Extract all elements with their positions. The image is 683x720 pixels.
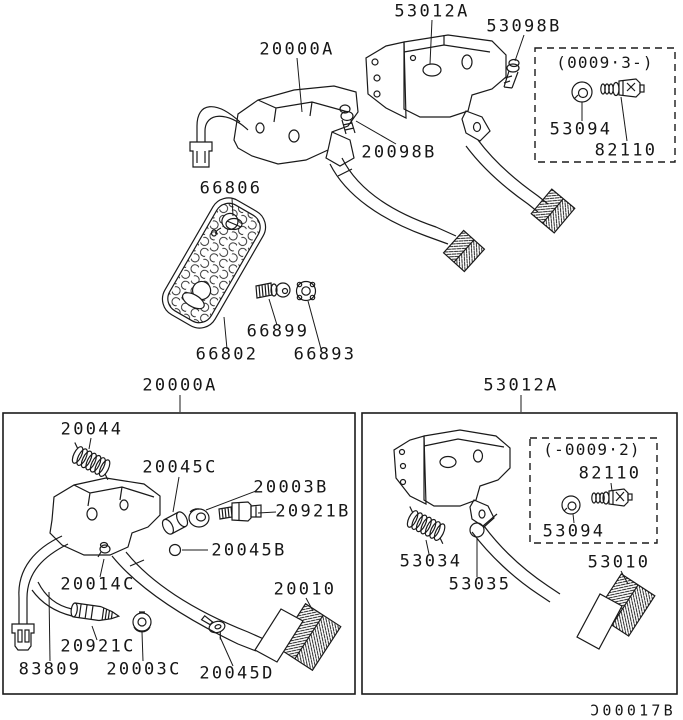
clutch-panel-title: 20000A bbox=[142, 375, 218, 396]
nut-part-number-bottom: 53094 bbox=[542, 521, 606, 542]
cable-adjuster-drawing bbox=[70, 602, 121, 622]
clutch-panel-frame bbox=[2, 412, 356, 695]
stoplamp-switch-icon-top bbox=[600, 78, 645, 98]
brake-spring-part-number: 53034 bbox=[399, 551, 463, 572]
brake-panel-drawing bbox=[393, 429, 656, 650]
variant-box-bottom-drawing bbox=[529, 437, 658, 544]
bolt-d-part-number: 20045D bbox=[199, 663, 275, 684]
clip-part-number: 20014C bbox=[60, 574, 136, 595]
bracket-bolt-drawing bbox=[503, 58, 520, 89]
footrest-bolt-part-number: 66899 bbox=[246, 321, 310, 342]
brake-spring-drawing bbox=[406, 506, 446, 544]
bracket-bolt-part-number: 53098B bbox=[486, 16, 562, 37]
nut-part-number-top: 53094 bbox=[549, 119, 613, 140]
clutch-panel-drawing bbox=[11, 442, 342, 672]
variant-box-frame-bottom bbox=[529, 437, 658, 544]
clutch-switch-part-number: 20921B bbox=[275, 501, 351, 522]
brake-panel-title: 53012A bbox=[483, 375, 559, 396]
footrest-clip-part-number: 66806 bbox=[199, 178, 263, 199]
brake-pedal-assembly-drawing bbox=[365, 34, 576, 234]
pivot-bushing-part-number: 20045C bbox=[142, 457, 218, 478]
leader-lines-top bbox=[223, 19, 628, 350]
leader-lines-clutch-panel bbox=[48, 395, 314, 667]
brake-bushing-part-number: 53035 bbox=[448, 574, 512, 595]
clutch-switch-drawing bbox=[218, 501, 262, 522]
clutch-cable-part-number: 83809 bbox=[18, 659, 82, 680]
grommet-b-part-number: 20003B bbox=[253, 477, 329, 498]
switch-assy-part-number: 20098B bbox=[361, 142, 437, 163]
switch-stud-drawing bbox=[339, 104, 356, 135]
variant-date-range-top: (0009·3-) bbox=[556, 53, 654, 72]
brake-assembly-part-number: 53012A bbox=[394, 1, 470, 22]
stoplamp-switch-icon-bottom bbox=[591, 488, 633, 507]
brake-panel-frame bbox=[361, 412, 678, 695]
drawing-code: Ɔ00017B bbox=[590, 701, 676, 720]
footrest-nut-part-number: 66893 bbox=[293, 344, 357, 365]
clutch-pad-part-number: 20010 bbox=[273, 579, 337, 600]
stoplamp-switch-part-number-bottom: 82110 bbox=[578, 463, 642, 484]
footrest-pad-part-number: 66802 bbox=[195, 344, 259, 365]
variant-box-top-drawing bbox=[534, 47, 676, 163]
stoplamp-switch-part-number-top: 82110 bbox=[594, 140, 658, 161]
leader-lines-brake-panel bbox=[425, 395, 629, 585]
variant-box-frame-top bbox=[534, 47, 676, 163]
footrest-pad-drawing bbox=[161, 197, 317, 329]
brake-pad-part-number: 53010 bbox=[587, 552, 651, 573]
bushing-b-part-number: 20045B bbox=[211, 540, 287, 561]
nut-icon-top bbox=[571, 81, 593, 103]
clutch-spring-part-number: 20044 bbox=[60, 419, 124, 440]
grommet-c-part-number: 20003C bbox=[106, 659, 182, 680]
clutch-pedal-assembly-drawing bbox=[189, 85, 486, 273]
clutch-assembly-part-number: 20000A bbox=[259, 39, 335, 60]
nut-icon-bottom bbox=[561, 495, 581, 515]
variant-date-range-bottom: (-0009·2) bbox=[543, 440, 641, 459]
clutch-spring-drawing bbox=[71, 442, 111, 480]
cable-adjuster-part-number: 20921C bbox=[60, 636, 136, 657]
